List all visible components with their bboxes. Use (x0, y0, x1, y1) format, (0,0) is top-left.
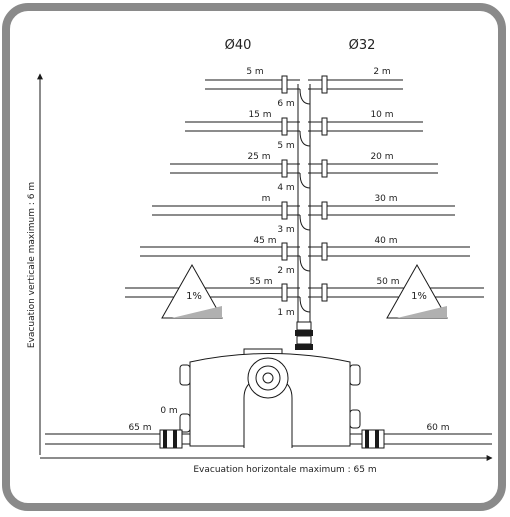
level-4m: 25 m 20 m 4 m (170, 152, 438, 193)
level-5m: 15 m 10 m 5 m (185, 110, 423, 151)
level-1m: 55 m 50 m 1 m (125, 277, 484, 318)
level-5m-height: 5 m (277, 141, 294, 151)
level-1m-height: 1 m (277, 308, 294, 318)
level-4m-left-length: 25 m (247, 152, 270, 162)
riser-coupling (295, 321, 313, 350)
base-height: 0 m (160, 406, 177, 416)
level-2m: 45 m 40 m 2 m (140, 236, 470, 276)
level-6m-right-length: 2 m (373, 67, 390, 77)
level-3m: m 30 m 3 m (152, 194, 455, 235)
base-outlets: 65 m 60 m 0 m (45, 406, 492, 449)
level-3m-right-length: 30 m (374, 194, 397, 204)
base-left-length: 65 m (128, 423, 151, 433)
level-3m-left-length: m (262, 194, 271, 204)
diagram-frame (2, 3, 506, 511)
left-slope-indicator: 1% (161, 263, 223, 319)
level-4m-height: 4 m (277, 183, 294, 193)
level-5m-right-length: 10 m (370, 110, 393, 120)
base-right-length: 60 m (426, 423, 449, 433)
pump-unit (179, 348, 361, 448)
left-slope-label: 1% (186, 291, 202, 302)
level-6m-height: 6 m (277, 99, 294, 109)
right-diameter-header: Ø32 (349, 38, 376, 53)
level-6m: 5 m 2 m 6 m (205, 67, 403, 109)
level-2m-left-length: 45 m (253, 236, 276, 246)
level-6m-left-length: 5 m (246, 67, 263, 77)
level-1m-right-length: 50 m (376, 277, 399, 287)
right-slope-label: 1% (411, 291, 427, 302)
horizontal-axis-label: Evacuation horizontale maximum : 65 m (193, 465, 376, 475)
level-3m-height: 3 m (277, 225, 294, 235)
vertical-axis-label: Evacuation verticale maximum : 6 m (27, 182, 37, 348)
level-2m-height: 2 m (277, 266, 294, 276)
level-2m-right-length: 40 m (374, 236, 397, 246)
left-diameter-header: Ø40 (225, 38, 252, 53)
level-4m-right-length: 20 m (370, 152, 393, 162)
right-slope-indicator: 1% (386, 263, 448, 319)
level-5m-left-length: 15 m (248, 110, 271, 120)
level-1m-left-length: 55 m (249, 277, 272, 287)
